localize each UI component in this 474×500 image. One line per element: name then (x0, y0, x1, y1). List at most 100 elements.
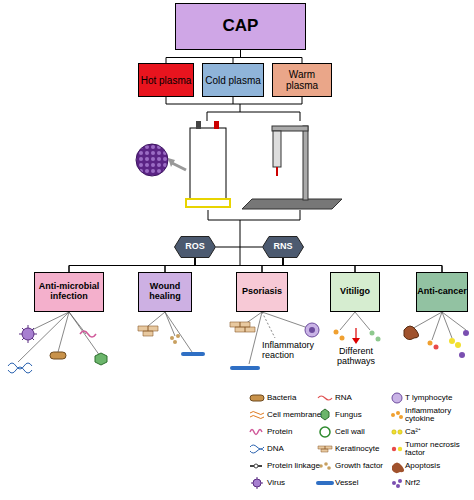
legend-icon-part (318, 396, 332, 400)
legend-text: DNA (267, 445, 327, 453)
tree-connector (165, 258, 283, 272)
application-icon-part (138, 326, 158, 336)
application-icon-part (334, 330, 339, 335)
legend-text: Cell wall (335, 428, 397, 436)
plasma-pen-part (190, 128, 226, 200)
legend-icon-part-part (251, 477, 263, 489)
application-icon (8, 322, 469, 373)
application-leader-part (262, 312, 275, 338)
tree-connector (233, 50, 241, 63)
legend-icon-part (398, 479, 402, 483)
root-box: CAP (175, 3, 306, 50)
legend-icon-part (327, 466, 331, 470)
application-leader-part (18, 312, 100, 362)
legend-icon-part (399, 415, 403, 419)
legend-icon-part (318, 481, 332, 485)
plasma-box: Hot plasma (138, 63, 194, 97)
node-text: Anti-cancer (417, 287, 467, 297)
legend-icon-part (320, 427, 330, 437)
application-leader-part (340, 312, 370, 330)
node-text: RNS (273, 242, 292, 252)
application-leader-part (148, 312, 192, 352)
application-icon-part (95, 353, 107, 365)
legend-icon-part (321, 409, 329, 420)
annotation-label: Different pathways (330, 347, 382, 367)
legend-text: Fungus (335, 411, 397, 419)
plasma-box: Warm plasma (272, 63, 332, 97)
legend-icon-part (251, 477, 263, 489)
node-text: Cold plasma (205, 75, 261, 86)
plasma-jet-stand-part (276, 167, 278, 176)
application-icon-part (170, 336, 174, 340)
plasma-pen (136, 121, 230, 207)
plasma-jet-stand (242, 126, 342, 209)
legend-text: RNA (335, 394, 397, 402)
plasma-pen-part (196, 121, 201, 129)
node-text: Hot plasma (141, 75, 192, 86)
hexagon-outline (175, 237, 216, 258)
node-text: Vitiligo (340, 287, 370, 297)
application-icon-part (305, 323, 319, 337)
legend-text: Vessel (335, 479, 397, 487)
application-icon-part (309, 327, 315, 333)
legend-icon-part (254, 464, 258, 468)
legend-icon-part (392, 393, 402, 403)
application-icon-part (404, 326, 419, 340)
application-icon-part (459, 352, 465, 358)
legend-text: Protein (267, 428, 327, 436)
plasma-pen-part (172, 163, 186, 170)
legend-text: Keratinocyte (335, 445, 397, 453)
legend-icon-part (324, 462, 328, 466)
legend-icon-part (250, 395, 264, 401)
legend-icon-part (250, 430, 262, 435)
hexagon-outline (263, 237, 304, 258)
application-icon-part (230, 322, 255, 332)
node-text: Anti-microbial infection (35, 282, 103, 302)
legend-icon-part (318, 446, 332, 452)
plasma-pen-part (136, 144, 168, 176)
plasma-jet-stand-part (272, 126, 308, 131)
plasma-box: Cold plasma (202, 63, 264, 97)
legend-icon-part (392, 447, 396, 451)
plasma-jet-stand-part (242, 199, 342, 209)
legend-icon-part (250, 465, 262, 467)
application-icon-part (376, 337, 381, 342)
application-icon-part (50, 352, 66, 359)
application-icon-part (232, 366, 258, 370)
plasma-pen-part (168, 158, 175, 167)
application-icon-part (19, 325, 37, 343)
tree-connector (241, 50, 303, 63)
application-icon-part (463, 330, 469, 336)
application-icon-part (370, 331, 375, 336)
tree-connector (262, 258, 283, 272)
legend-icon-part (392, 463, 404, 474)
application-box: Psoriasis (236, 272, 288, 312)
legend-icon-part (396, 411, 400, 415)
plasma-pen-part (214, 121, 219, 129)
legend-text: Cell membrane (267, 411, 327, 419)
application-icon-part (8, 363, 32, 373)
application-icon-part (434, 345, 439, 350)
application-box: Vitiligo (330, 272, 380, 312)
application-leader-part (352, 338, 360, 344)
plasma-jet-stand-part (303, 126, 308, 200)
legend-text: Inflammatory cytokine (405, 407, 471, 424)
tree-connector (166, 50, 241, 63)
legend-icon-part (392, 430, 396, 434)
node-text: Wound healing (139, 282, 191, 302)
species-hexagon: RNS (262, 236, 304, 258)
application-box: Anti-microbial infection (34, 272, 104, 312)
tree-connector (283, 258, 442, 272)
species-hexagon: ROS (174, 236, 216, 258)
application-icon-part (80, 331, 96, 337)
node-text: Psoriasis (242, 287, 282, 297)
legend-text: T lymphocyte (405, 394, 471, 402)
application-icon-part (340, 336, 345, 341)
legend-icon (250, 393, 404, 489)
application-icon-part (428, 341, 433, 346)
legend-icon-part (392, 481, 396, 485)
legend-text: Tumor necrosis factor (405, 441, 471, 458)
plasma-pen-part (186, 199, 230, 207)
legend-icon-part (396, 484, 400, 488)
legend-icon-part-part (253, 479, 261, 487)
